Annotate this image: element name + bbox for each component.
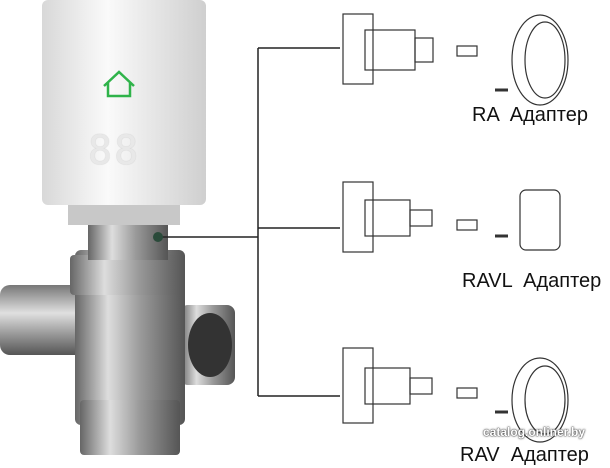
- watermark: catalog.onliner.by: [483, 425, 586, 439]
- adapter-label-ravl: RAVL Адаптер: [462, 270, 602, 292]
- adapter-rav-illustration: [342, 347, 569, 443]
- connection-dot: [153, 232, 163, 242]
- valve-body: [0, 215, 235, 455]
- connector-lines: [158, 47, 340, 397]
- adapter-label-rav: RAV Адаптер: [460, 444, 589, 466]
- adapter-ra-illustration: [342, 13, 569, 106]
- adapter-ravl-illustration: [342, 181, 561, 253]
- thermostat-display: 88: [88, 128, 141, 174]
- home-icon: [103, 70, 135, 98]
- adapter-label-ra: RA Адаптер: [472, 104, 588, 126]
- thermostat-head: [42, 0, 206, 225]
